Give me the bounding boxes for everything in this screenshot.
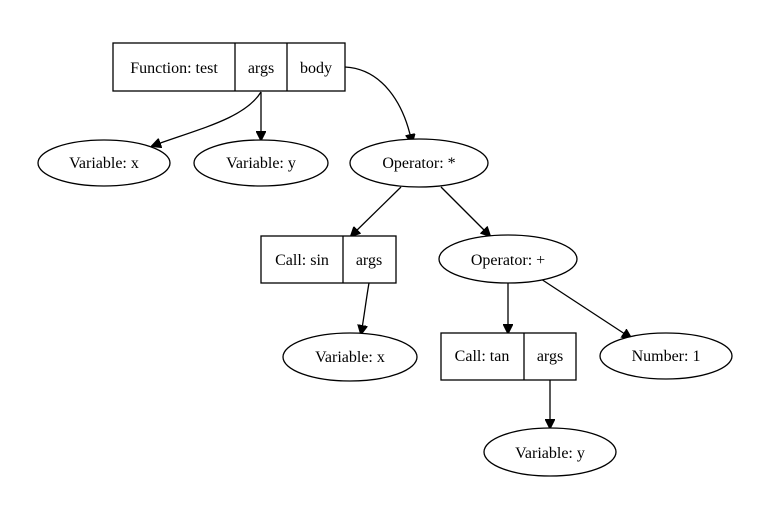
node-operator-mul: Operator: * (349, 138, 489, 188)
edge-function-args-to-variable-x (152, 91, 262, 146)
node-variable-x-sin: Variable: x (282, 332, 418, 382)
node-call-tan: Call: tan args (440, 332, 577, 381)
variable-y-top-label: Variable: y (226, 155, 296, 172)
edge-call-sin-args-to-variable-x (361, 282, 370, 334)
variable-x-top-label: Variable: x (69, 155, 139, 172)
variable-y-tan-label: Variable: y (515, 445, 585, 462)
node-number-1: Number: 1 (599, 332, 733, 380)
node-variable-y-top: Variable: y (193, 139, 329, 187)
node-operator-add: Operator: + (438, 234, 578, 284)
edge-operator-mul-to-call-sin (351, 186, 402, 236)
call-sin-args-label: args (356, 252, 382, 269)
call-sin-name-label: Call: sin (275, 252, 329, 269)
call-tan-name-label: Call: tan (455, 348, 510, 365)
operator-add-label: Operator: + (471, 252, 545, 269)
variable-y-tan-ellipse (483, 427, 617, 477)
node-variable-y-tan: Variable: y (483, 427, 617, 477)
variable-x-top-ellipse (37, 139, 171, 187)
number-1-label: Number: 1 (632, 348, 701, 365)
node-function-test: Function: test args body (112, 42, 346, 92)
edges (152, 66, 631, 428)
edge-operator-add-to-number (540, 278, 631, 338)
node-call-sin: Call: sin args (260, 235, 397, 284)
operator-mul-ellipse (349, 138, 489, 188)
number-1-ellipse (599, 332, 733, 380)
variable-y-top-ellipse (193, 139, 329, 187)
call-tan-args-label: args (537, 348, 563, 365)
call-sin-record (260, 235, 397, 284)
variable-x-sin-label: Variable: x (315, 349, 385, 366)
edge-function-body-to-operator-mul (344, 66, 412, 143)
node-variable-x-top: Variable: x (37, 139, 171, 187)
operator-add-ellipse (438, 234, 578, 284)
function-record (112, 42, 346, 92)
function-args-label: args (248, 60, 274, 77)
function-body-label: body (300, 60, 332, 77)
call-tan-record (440, 332, 577, 381)
operator-mul-label: Operator: * (382, 155, 455, 172)
edge-operator-mul-to-operator-add (440, 186, 490, 236)
function-name-label: Function: test (130, 60, 218, 77)
variable-x-sin-ellipse (282, 332, 418, 382)
